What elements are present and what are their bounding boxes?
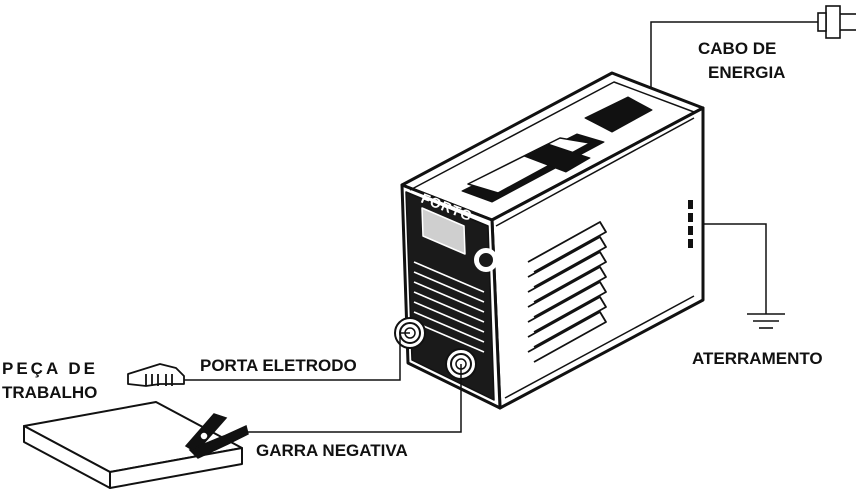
side-louvers xyxy=(527,221,607,363)
side-vent-slots xyxy=(688,200,693,248)
lcd-display xyxy=(421,207,466,255)
workpiece-block xyxy=(23,401,243,489)
label-workpiece-line1: PEÇA DE xyxy=(2,359,98,378)
electrode-holder-icon xyxy=(127,363,185,387)
front-panel xyxy=(405,191,495,401)
power-cable-line xyxy=(650,21,818,104)
negative-cable-line xyxy=(248,364,462,433)
label-power-cable-line1: CABO DE xyxy=(698,39,776,58)
label-electrode-holder: PORTA ELETRODO xyxy=(200,356,357,375)
electrode-cable-line xyxy=(184,332,410,381)
power-plug-icon xyxy=(817,5,856,39)
front-vents xyxy=(413,261,485,353)
label-power-cable-line2: ENERGIA xyxy=(708,63,785,82)
ground-symbol-icon xyxy=(747,313,785,329)
welding-machine-body: FORTG xyxy=(394,71,705,410)
ground-clamp-icon xyxy=(184,413,249,459)
ground-cable-line xyxy=(695,223,767,314)
carry-handle xyxy=(461,96,653,203)
label-negative-clamp: GARRA NEGATIVA xyxy=(256,441,408,460)
label-workpiece-line2: TRABALHO xyxy=(2,383,97,402)
label-grounding: ATERRAMENTO xyxy=(692,349,823,368)
